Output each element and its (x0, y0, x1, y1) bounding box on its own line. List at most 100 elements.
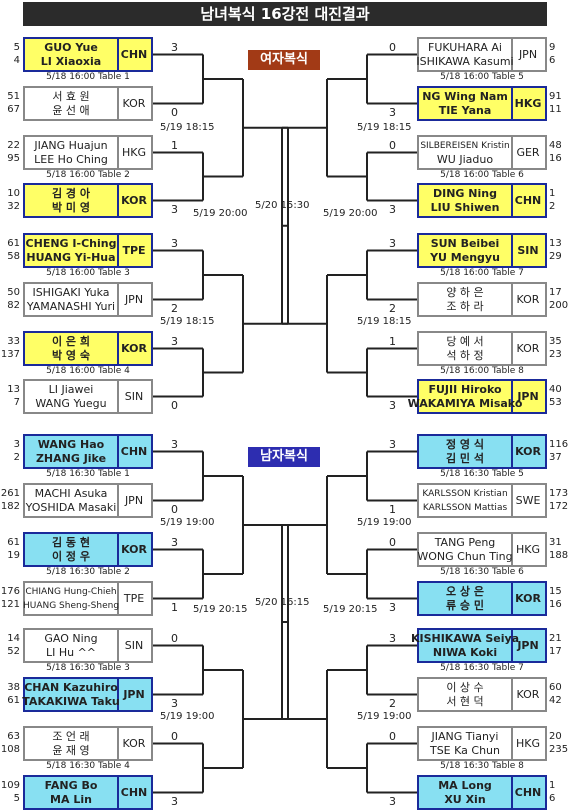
player-name: SILBEREISEN Kristin (420, 140, 510, 151)
player-name: YAMANASHI Yuri (26, 299, 116, 313)
set-score: 0 (171, 502, 178, 516)
rank-1: 22 (7, 140, 20, 151)
men-doubles-label: 남자복식 (248, 447, 320, 467)
country-code: SIN (517, 244, 539, 257)
player-name: 양 하 은 (446, 285, 484, 299)
rank-2: 6 (549, 55, 556, 66)
player-name: DING Ning (433, 186, 497, 200)
match-info: 5/18 16:00 Table 2 (46, 170, 130, 180)
rank-2: 7 (13, 397, 20, 408)
set-score: 1 (389, 502, 396, 516)
set-score: 3 (389, 600, 396, 614)
set-score: 3 (389, 794, 396, 808)
rank-2: 172 (549, 501, 569, 512)
player-name: HUANG Sheng-Sheng (22, 600, 120, 611)
rank-2: 11 (549, 104, 562, 115)
player-name: ISHIGAKI Yuka (32, 285, 110, 299)
rank-2: 16 (549, 599, 562, 610)
match-time: 5/19 20:15 (193, 604, 248, 615)
rank-2: 16 (549, 153, 562, 164)
player-name: KARLSSON Kristian (422, 488, 508, 499)
rank-2: 37 (549, 452, 562, 463)
player-name: 당 예 서 (446, 334, 484, 348)
player-name: 윤 재 영 (52, 743, 90, 757)
country-code: KOR (515, 445, 541, 458)
player-name: 이 은 희 (51, 334, 91, 348)
country-code: JPN (123, 688, 145, 701)
country-code: CHN (514, 194, 542, 207)
match-info: 5/18 16:30 Table 7 (440, 663, 524, 673)
player-name: 서 현 덕 (446, 694, 484, 708)
rank-1: 1 (549, 188, 556, 199)
rank-2: 61 (7, 695, 20, 706)
match-time: 5/19 18:15 (357, 316, 412, 327)
country-code: GER (516, 146, 540, 159)
set-score: 1 (171, 138, 178, 152)
set-score: 0 (171, 398, 178, 412)
player-name: YOSHIDA Masaki (25, 500, 117, 514)
player-name: 정 영 식 (445, 437, 485, 451)
player-name: LIU Shiwen (430, 200, 500, 214)
country-code: HKG (515, 737, 540, 750)
player-name: 박 영 숙 (51, 348, 91, 362)
set-score: 1 (171, 600, 178, 614)
player-name: ISHIKAWA Kasumi (416, 54, 514, 68)
rank-2: 52 (7, 646, 20, 657)
match-time: 5/19 19:00 (357, 711, 412, 722)
player-name: LI Hu ^^ (45, 645, 97, 659)
match-info: 5/18 16:00 Table 1 (46, 72, 130, 82)
rank-2: 188 (549, 550, 569, 561)
country-code: JPN (517, 390, 539, 403)
player-name: 김 경 아 (51, 186, 91, 200)
